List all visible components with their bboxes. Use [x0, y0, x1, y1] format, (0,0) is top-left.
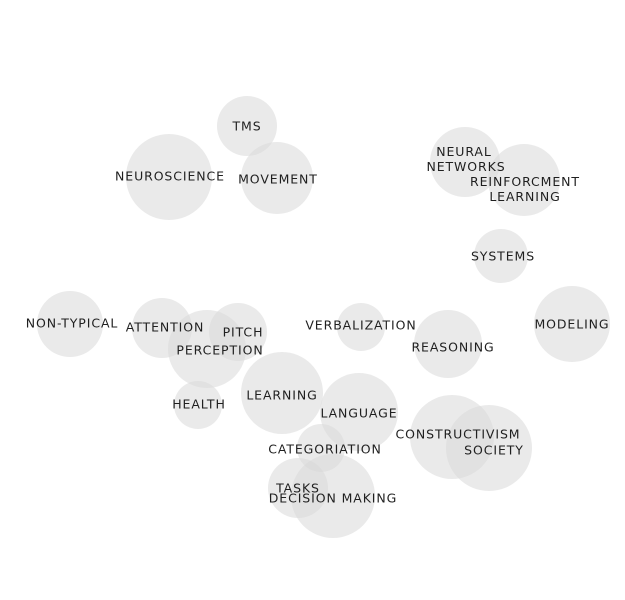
topic-label-non-typical: NON-TYPICAL — [26, 316, 119, 331]
topic-label-learning: LEARNING — [246, 388, 317, 403]
topic-label-systems: SYSTEMS — [471, 249, 535, 264]
topic-label-line: LEARNING — [489, 189, 560, 204]
topic-label-reasoning: REASONING — [411, 340, 494, 355]
topic-bubble-verbalization — [337, 303, 385, 351]
topic-bubble-modeling — [534, 286, 610, 362]
topic-label-tasks: TASKS — [275, 481, 320, 496]
topic-label-perception: PERCEPTION — [176, 343, 263, 358]
topic-bubble-reinforcment-learning — [488, 144, 560, 216]
topic-label-movement: MOVEMENT — [238, 172, 318, 187]
topic-label-line: NETWORKS — [426, 159, 505, 174]
topic-label-modeling: MODELING — [534, 317, 609, 332]
topic-label-health: HEALTH — [172, 397, 226, 412]
topic-label-decision-making: DECISION MAKING — [269, 491, 397, 506]
topic-label-language: LANGUAGE — [320, 406, 397, 421]
topic-bubble-non-typical — [37, 291, 103, 357]
topic-label-pitch: PITCH — [223, 325, 264, 340]
topic-label-line: REINFORCMENT — [470, 174, 580, 189]
topic-label-attention: ATTENTION — [126, 320, 205, 335]
topic-bubble-society — [446, 405, 532, 491]
topic-label-line: NEURAL — [436, 144, 492, 159]
topic-bubble-tms — [217, 96, 277, 156]
topic-bubble-neural-networks — [430, 127, 500, 197]
topic-bubble-language — [320, 373, 398, 451]
topic-label-constructivism: CONSTRUCTIVISM — [396, 427, 521, 442]
topic-label-society: SOCIETY — [464, 443, 524, 458]
topic-bubble-health — [174, 381, 222, 429]
topic-label-neuroscience: NEUROSCIENCE — [115, 169, 225, 184]
topic-label-verbalization: VERBALIZATION — [305, 318, 416, 333]
topic-bubble-decision-making — [291, 454, 375, 538]
topic-bubble-reasoning — [414, 310, 482, 378]
topic-bubble-neuroscience — [126, 134, 212, 220]
topic-label-categoriation: CATEGORIATION — [268, 442, 382, 457]
topic-bubble-learning — [241, 352, 323, 434]
topic-label-tms: TMS — [231, 119, 261, 134]
topic-bubble-movement — [241, 142, 313, 214]
topic-bubble-perception — [168, 310, 246, 388]
topic-circles — [37, 96, 610, 538]
topic-bubble-systems — [474, 229, 528, 283]
